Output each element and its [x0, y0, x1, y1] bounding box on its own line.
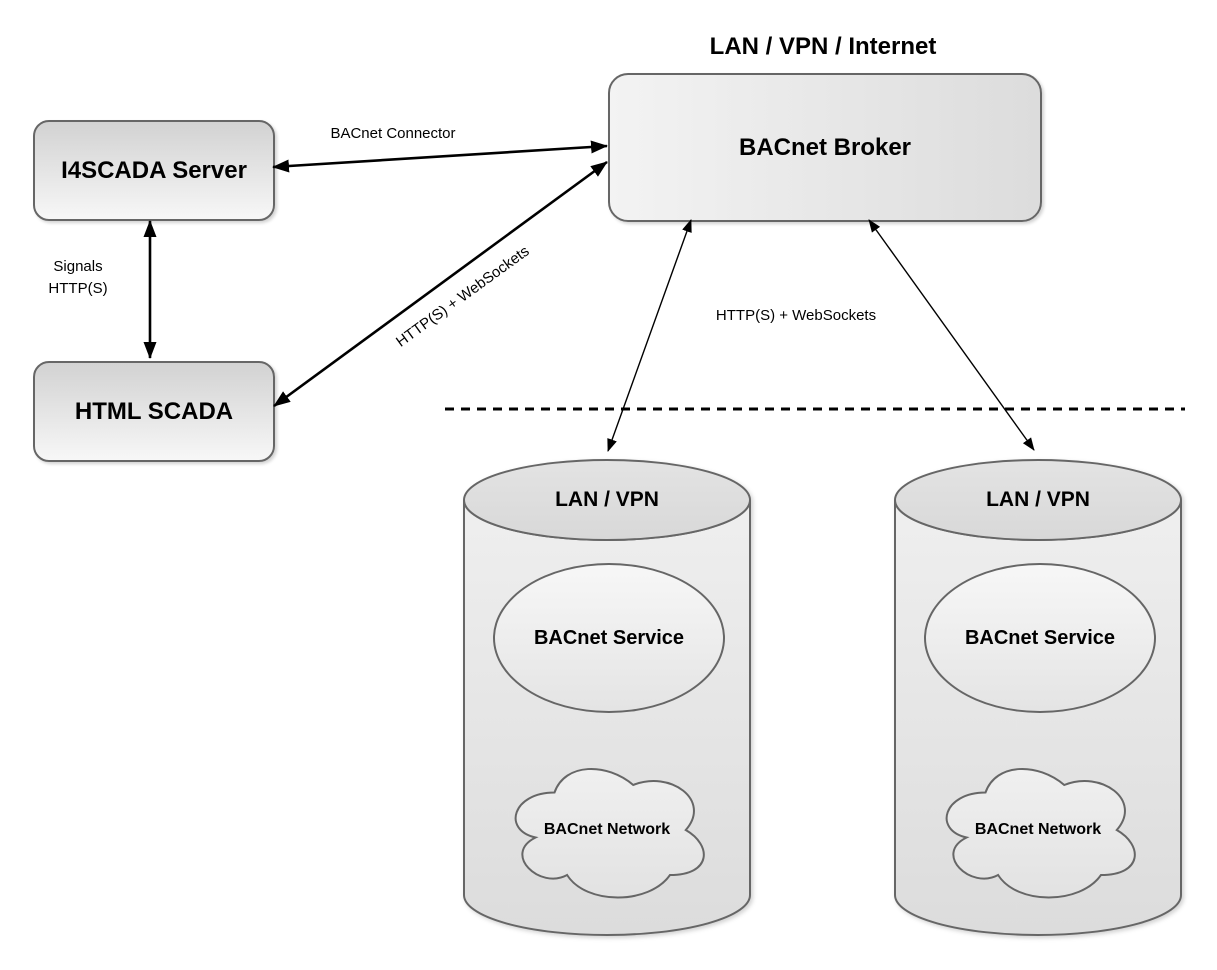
node-site-cylinder-right: LAN / VPN BACnet Service BACnet Network	[893, 458, 1183, 937]
bacnet-network-right-label: BACnet Network	[974, 821, 1102, 838]
bacnet-network-left-label: BACnet Network	[543, 821, 671, 838]
node-html-scada: HTML SCADA	[33, 361, 275, 462]
node-html-scada-label: HTML SCADA	[74, 397, 234, 425]
edge-broker-site-left	[607, 219, 692, 452]
edge-label-signals-line2: HTTP(S)	[48, 280, 108, 297]
node-i4scada-server: I4SCADA Server	[33, 120, 275, 221]
edge-bacnet-connector	[272, 140, 608, 173]
edge-label-signals-line1: Signals	[53, 258, 103, 275]
zone-label-right: LAN / VPN	[986, 488, 1090, 511]
node-bacnet-broker: BACnet Broker	[608, 73, 1042, 222]
edge-label-signals: Signals HTTP(S)	[18, 256, 138, 300]
bacnet-service-right-label: BACnet Service	[964, 626, 1116, 649]
edge-label-bacnet-connector: BACnet Connector	[330, 125, 456, 142]
node-bacnet-service-left: BACnet Service	[493, 563, 725, 713]
edge-broker-site-right	[868, 219, 1035, 451]
node-bacnet-broker-label: BACnet Broker	[738, 133, 912, 161]
bacnet-network-cloud-left	[514, 767, 705, 899]
node-i4scada-server-label: I4SCADA Server	[61, 156, 247, 184]
edge-htmlscada-broker	[273, 160, 608, 408]
edge-label-broker-to-sites: HTTP(S) + WebSockets	[715, 307, 877, 324]
zone-label-left: LAN / VPN	[555, 488, 659, 511]
bacnet-network-cloud-right	[945, 767, 1136, 899]
node-site-cylinder-left: LAN / VPN BACnet Service BACnet Network	[462, 458, 752, 937]
bacnet-service-left-label: BACnet Service	[533, 626, 685, 649]
diagram-title: LAN / VPN / Internet	[709, 33, 937, 60]
node-bacnet-service-right: BACnet Service	[924, 563, 1156, 713]
